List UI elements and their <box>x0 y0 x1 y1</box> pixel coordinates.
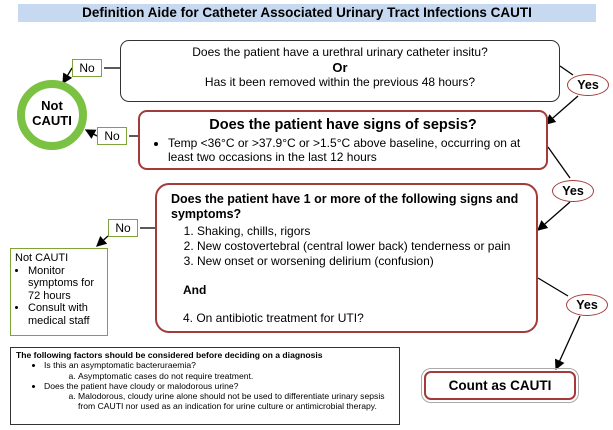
question-symptoms-box: Does the patient have 1 or more of the f… <box>155 183 538 333</box>
yes-label-sepsis: Yes <box>552 180 594 202</box>
no-label-catheter: No <box>72 59 102 77</box>
question-catheter-or: Or <box>332 60 348 75</box>
arrow-no2-badge <box>84 129 98 139</box>
question-sepsis-box: Does the patient have signs of sepsis? T… <box>138 110 548 170</box>
question-catheter-line1: Does the patient have a urethral urinary… <box>192 45 488 59</box>
diagnosis-factors-heading: The following factors should be consider… <box>16 350 323 360</box>
not-cauti-actions-title: Not CAUTI <box>15 252 69 264</box>
symptom-item: Shaking, chills, rigors <box>197 224 524 239</box>
arrow-no3-box <box>96 235 109 247</box>
factor-note: Malodorous, cloudy urine alone should no… <box>78 391 394 412</box>
question-catheter-line2: Has it been removed within the previous … <box>204 75 476 89</box>
factor-item: Is this an asymptomatic bacteruraemia? A… <box>44 360 394 381</box>
symptom-antibiotic-item: 4. On antibiotic treatment for UTI? <box>183 311 364 325</box>
yes-label-symptoms: Yes <box>566 294 608 316</box>
not-cauti-action: Consult with medical staff <box>28 302 103 327</box>
arrow-no1-badge <box>62 67 73 85</box>
not-cauti-actions-box: Not CAUTI Monitor symptoms for 72 hours … <box>10 248 108 336</box>
factor-item: Does the patient have cloudy or malodoro… <box>44 381 394 412</box>
no-label-sepsis: No <box>97 127 127 145</box>
not-cauti-badge: Not CAUTI <box>17 80 87 150</box>
arrow-yes3-count <box>555 315 581 371</box>
page-title: Definition Aide for Catheter Associated … <box>18 4 596 22</box>
count-as-cauti-box: Count as CAUTI <box>421 368 579 403</box>
not-cauti-badge-line2: CAUTI <box>32 113 72 128</box>
symptoms-and: And <box>183 283 207 297</box>
not-cauti-action: Monitor symptoms for 72 hours <box>28 265 103 303</box>
factor-question: Does the patient have cloudy or malodoro… <box>44 380 239 391</box>
sepsis-criterion: Temp <36°C or >37.9°C or >1.5°C above ba… <box>168 136 536 164</box>
diagnosis-factors-list: Is this an asymptomatic bacteruraemia? A… <box>16 360 394 411</box>
question-catheter-box: Does the patient have a urethral urinary… <box>120 40 560 102</box>
factor-question: Is this an asymptomatic bacteruraemia? <box>44 360 196 371</box>
diagnosis-factors-box: The following factors should be consider… <box>10 347 400 425</box>
question-symptoms-heading: Does the patient have 1 or more of the f… <box>171 192 519 221</box>
arrow-q3-yes <box>537 277 569 297</box>
factor-note: Asymptomatic cases do not require treatm… <box>78 371 394 381</box>
arrow-q1-yes <box>559 65 574 76</box>
no-label-symptoms: No <box>108 219 138 237</box>
not-cauti-actions-list: Monitor symptoms for 72 hours Consult wi… <box>15 265 103 328</box>
arrow-q2-yes <box>547 146 571 179</box>
symptom-item: New onset or worsening delirium (confusi… <box>197 254 524 269</box>
arrow-yes2-q3 <box>537 201 571 231</box>
symptom-item: New costovertebral (central lower back) … <box>197 239 524 254</box>
symptoms-list: Shaking, chills, rigors New costovertebr… <box>171 224 524 269</box>
yes-label-catheter: Yes <box>567 74 609 96</box>
not-cauti-badge-line1: Not <box>41 98 63 113</box>
sepsis-criteria-list: Temp <36°C or >37.9°C or >1.5°C above ba… <box>150 136 536 164</box>
arrow-yes1-q2 <box>545 95 579 125</box>
question-sepsis-heading: Does the patient have signs of sepsis? <box>209 117 477 133</box>
